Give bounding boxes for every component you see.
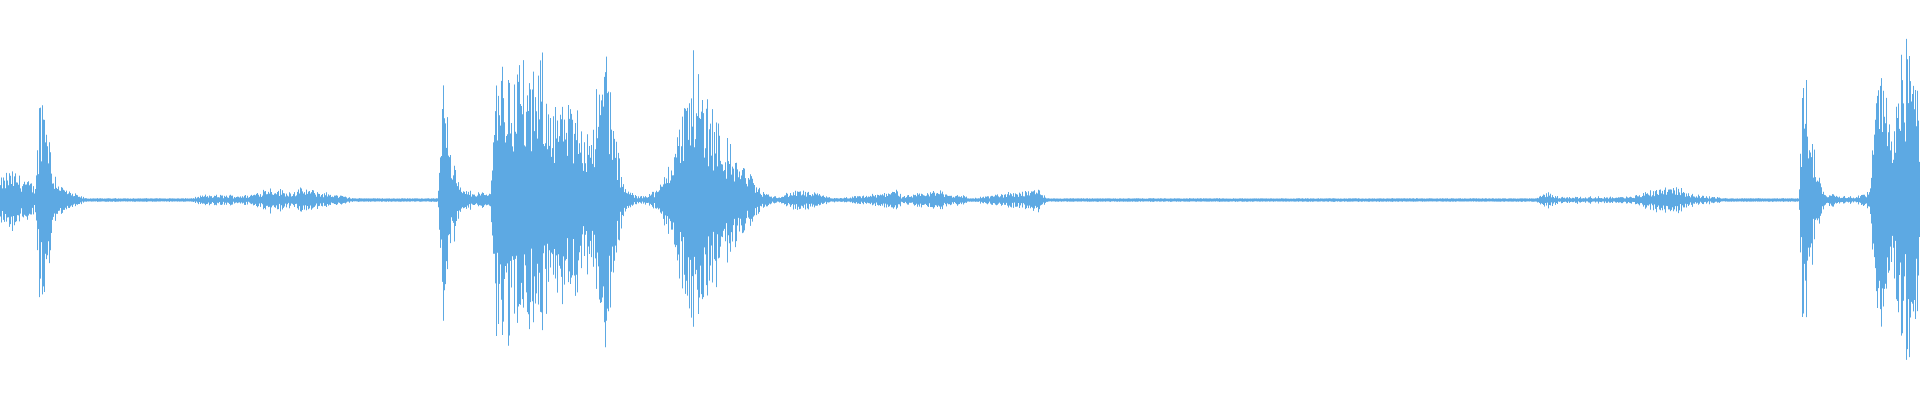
waveform-bars xyxy=(0,38,1920,360)
